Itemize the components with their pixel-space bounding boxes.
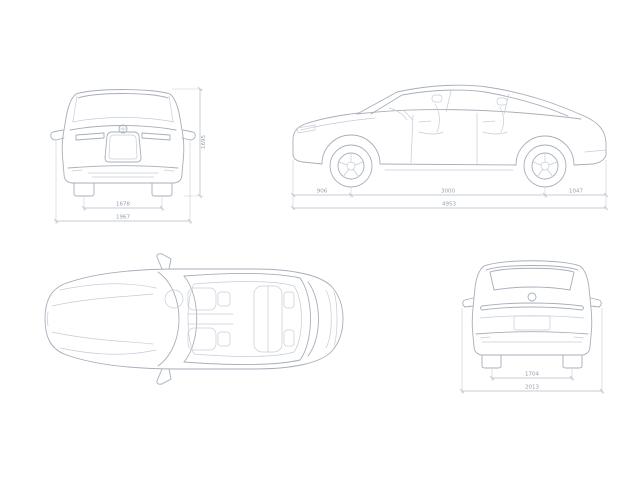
front-height-label: 1695 xyxy=(201,135,207,149)
top-mirrors xyxy=(156,253,172,385)
front-width-dimension: 1967 xyxy=(53,141,193,224)
side-rear-wheel xyxy=(523,144,567,188)
top-interior-seats xyxy=(164,285,295,353)
top-body-outline xyxy=(44,268,344,370)
rear-taillights xyxy=(480,302,584,311)
rear-tailgate-bumper xyxy=(475,315,589,343)
front-bumper xyxy=(67,165,179,178)
rear-width-label: 2013 xyxy=(525,385,539,391)
side-length-dimensions: 906 3000 1047 4953 xyxy=(290,160,609,211)
top-windshield xyxy=(157,271,198,367)
side-front-overhang-label: 906 xyxy=(317,189,328,195)
rear-wheels xyxy=(481,354,583,369)
rear-view-drawing: 1704 2013 xyxy=(459,260,605,394)
rear-width-dimension: 2013 xyxy=(459,308,605,394)
side-wheelbase-label: 3000 xyxy=(441,189,455,195)
front-height-dimension: 1695 xyxy=(172,86,207,199)
side-overall-length-label: 4953 xyxy=(442,202,456,208)
top-view-drawing xyxy=(44,253,344,385)
rear-roundel-icon xyxy=(527,292,537,302)
side-interior-seats xyxy=(388,94,508,135)
side-body-outline xyxy=(292,84,607,171)
front-view-drawing: 1678 1967 1695 xyxy=(50,86,207,224)
rear-track-dimension: 1704 xyxy=(489,369,575,381)
front-body-outline xyxy=(61,89,185,184)
front-mirrors xyxy=(50,129,196,141)
front-track-label: 1678 xyxy=(116,202,130,208)
rear-mirrors xyxy=(462,297,602,308)
side-headlight xyxy=(296,124,316,134)
front-width-label: 1967 xyxy=(116,215,130,221)
kidney-grille xyxy=(104,131,142,163)
bmw-roundel-icon xyxy=(118,124,128,134)
top-rear-window xyxy=(307,281,338,357)
side-front-wheel xyxy=(329,144,373,188)
rear-track-label: 1704 xyxy=(525,372,539,378)
rear-window xyxy=(489,267,575,291)
rear-body-outline xyxy=(471,260,593,356)
front-wheels xyxy=(73,182,173,197)
side-view-drawing: 906 3000 1047 4953 xyxy=(290,84,609,211)
side-rear-overhang-label: 1047 xyxy=(569,189,583,195)
front-headlights xyxy=(75,132,171,141)
front-track-dimension: 1678 xyxy=(81,197,165,211)
top-roof xyxy=(183,273,311,365)
